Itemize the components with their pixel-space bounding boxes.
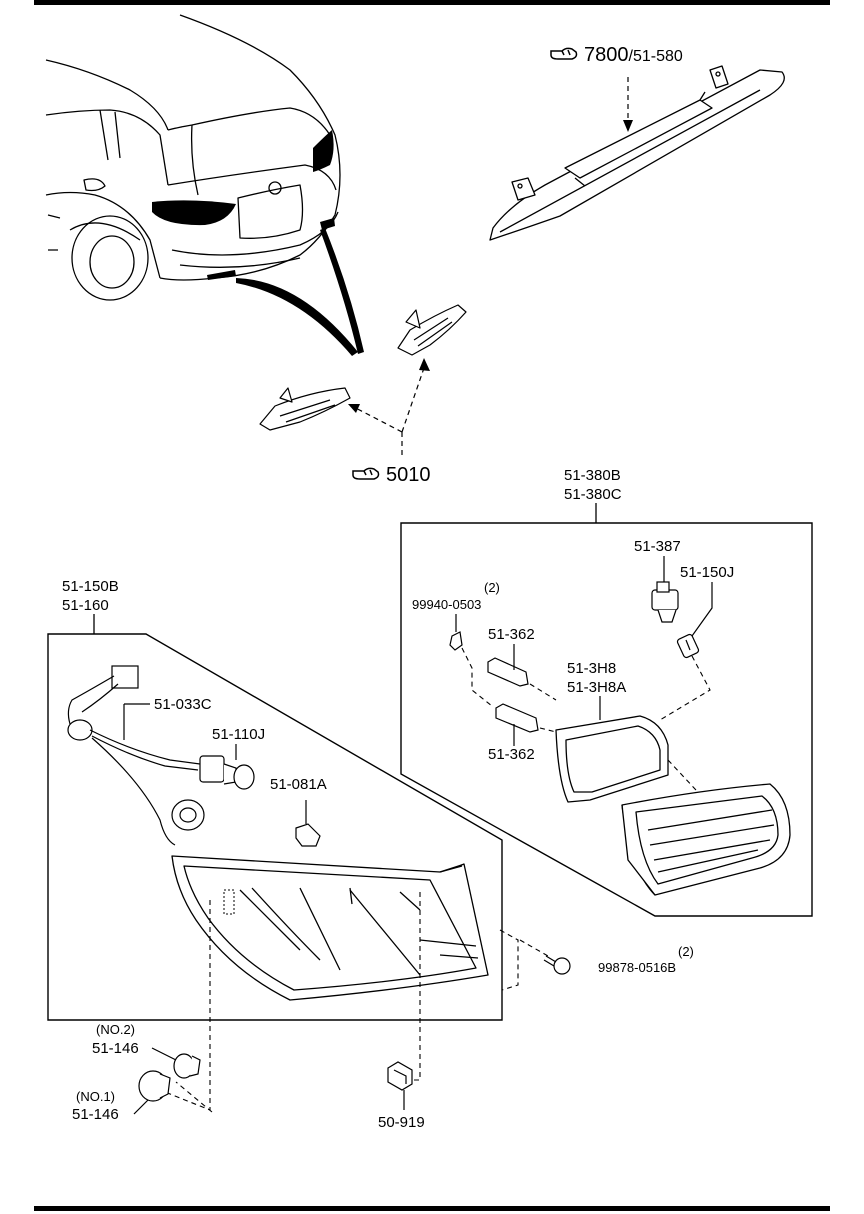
nut-50-919 — [387, 1061, 413, 1091]
label-no1: (NO.1) — [76, 1089, 115, 1104]
label-51-146-no1: 51-146 — [72, 1106, 119, 1123]
label-51-3H8A: 51-3H8A — [567, 679, 627, 696]
bottom-border — [34, 1206, 830, 1211]
label-51-362-bottom: 51-362 — [488, 746, 535, 763]
clip-51-362-top — [487, 657, 529, 687]
ref-callout-5010[interactable]: 5010 — [386, 464, 431, 486]
grommet — [171, 799, 205, 831]
hand-icon-7800 — [550, 47, 578, 60]
inner-lamp-assembly-frame — [400, 522, 813, 917]
label-51-033C: 51-033C — [154, 696, 212, 713]
arrow-7800 — [623, 120, 633, 132]
label-50-919: 50-919 — [378, 1114, 425, 1131]
label-no2: (NO.2) — [96, 1022, 135, 1037]
clip-51-081A — [295, 823, 321, 847]
clip-51-362-bottom — [495, 703, 539, 733]
label-51-150B: 51-150B — [62, 578, 119, 595]
label-51-150J: 51-150J — [680, 564, 735, 581]
ref-number-5010: 5010 — [386, 464, 431, 486]
socket-51-110J — [199, 755, 255, 790]
gasket-51-3H8 — [555, 715, 669, 803]
label-qty-99878: (2) — [678, 944, 694, 959]
license-lamp-right — [397, 304, 467, 356]
inner-assembly-dash-leaders — [461, 647, 711, 791]
label-51-380C: 51-380C — [564, 486, 622, 503]
label-99940-0503: 99940-0503 — [412, 597, 482, 612]
label-51-380B: 51-380B — [564, 467, 621, 484]
label-51-146-no2: 51-146 — [92, 1040, 139, 1057]
wire-harness-51-033C — [67, 665, 201, 846]
leader-146-no2 — [151, 1047, 177, 1061]
label-51-387: 51-387 — [634, 538, 681, 555]
high-mount-stop-lamp — [489, 65, 785, 241]
label-51-362-top: 51-362 — [488, 626, 535, 643]
inner-tail-lamp-51-380 — [621, 783, 791, 896]
bulb-51-150J — [676, 633, 700, 659]
label-qty-99940: (2) — [484, 580, 500, 595]
label-99878-0516B: 99878-0516B — [598, 960, 677, 975]
rear-combination-lamp-51-150 — [171, 855, 489, 1001]
nut-99940 — [449, 631, 463, 651]
ref-callout-7800[interactable]: 7800 /51-580 — [584, 44, 683, 66]
clip-51-146-no2 — [173, 1053, 201, 1079]
label-51-160: 51-160 — [62, 597, 109, 614]
license-lamp-left — [259, 387, 351, 431]
leader-150J — [691, 582, 713, 637]
vehicle-rear-illustration — [45, 14, 341, 301]
ref-sub-7800: /51-580 — [628, 48, 683, 65]
license-lamp-leaders — [347, 77, 629, 458]
left-tail-lamp-shape — [152, 200, 236, 226]
outer-lamp-assembly-frame — [47, 633, 503, 1021]
right-tail-lamp-shape — [313, 130, 334, 172]
hand-icon-5010 — [352, 467, 380, 480]
screw-99878 — [543, 955, 571, 975]
label-51-3H8: 51-3H8 — [567, 660, 617, 677]
leader-curve-b — [320, 228, 364, 354]
top-border — [34, 0, 830, 5]
lamp-clip-slot — [223, 889, 235, 915]
label-51-081A: 51-081A — [270, 776, 327, 793]
leader-curve-a — [236, 278, 358, 356]
socket-51-387 — [651, 581, 679, 623]
label-51-110J: 51-110J — [212, 726, 266, 743]
ref-number-7800: 7800 — [584, 44, 629, 66]
reflector-marks — [207, 218, 335, 280]
arrow-5010-right — [419, 358, 430, 371]
clip-51-146-no1 — [138, 1070, 171, 1102]
arrow-5010-left — [348, 404, 360, 413]
leader-146-no1 — [133, 1099, 149, 1115]
